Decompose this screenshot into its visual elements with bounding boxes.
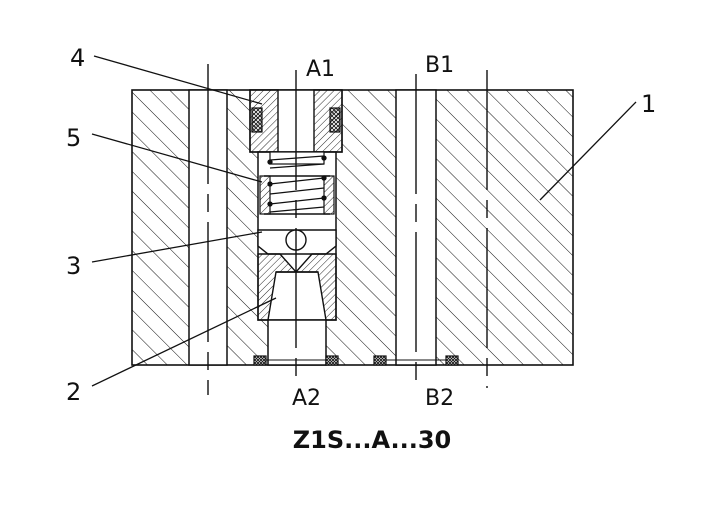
seal-b-right [445,355,459,366]
label-part-3: 3 [66,252,81,280]
seal-a-left [253,355,267,366]
model-caption: Z1S...A...30 [293,426,452,454]
label-part-4: 4 [70,44,85,72]
port-label-b1: B1 [425,53,454,78]
centerlines [207,64,488,395]
a-lower-outlet [267,319,327,366]
port-label-b2: B2 [425,386,454,411]
seal-a-right [325,355,339,366]
label-part-1: 1 [641,90,656,118]
port-label-a1: A1 [306,57,335,82]
seat-part-2 [257,253,337,321]
bottom-seals [253,355,459,366]
spring-part-5 [267,155,327,213]
label-part-5: 5 [66,124,81,152]
threaded-plug-part-4 [249,89,343,153]
label-part-2: 2 [66,378,81,406]
leader-3 [91,231,263,263]
poppet-part-3 [257,229,337,255]
port-label-a2: A2 [292,386,321,411]
seal-b-left [373,355,387,366]
leader-4 [93,55,263,105]
leader-5 [91,133,263,183]
plug-seal-right [329,107,341,133]
leader-2 [91,297,277,387]
leader-lines [91,55,637,387]
leader-1 [539,101,637,201]
plug-seal-left [251,107,263,133]
valve-body [131,89,574,366]
